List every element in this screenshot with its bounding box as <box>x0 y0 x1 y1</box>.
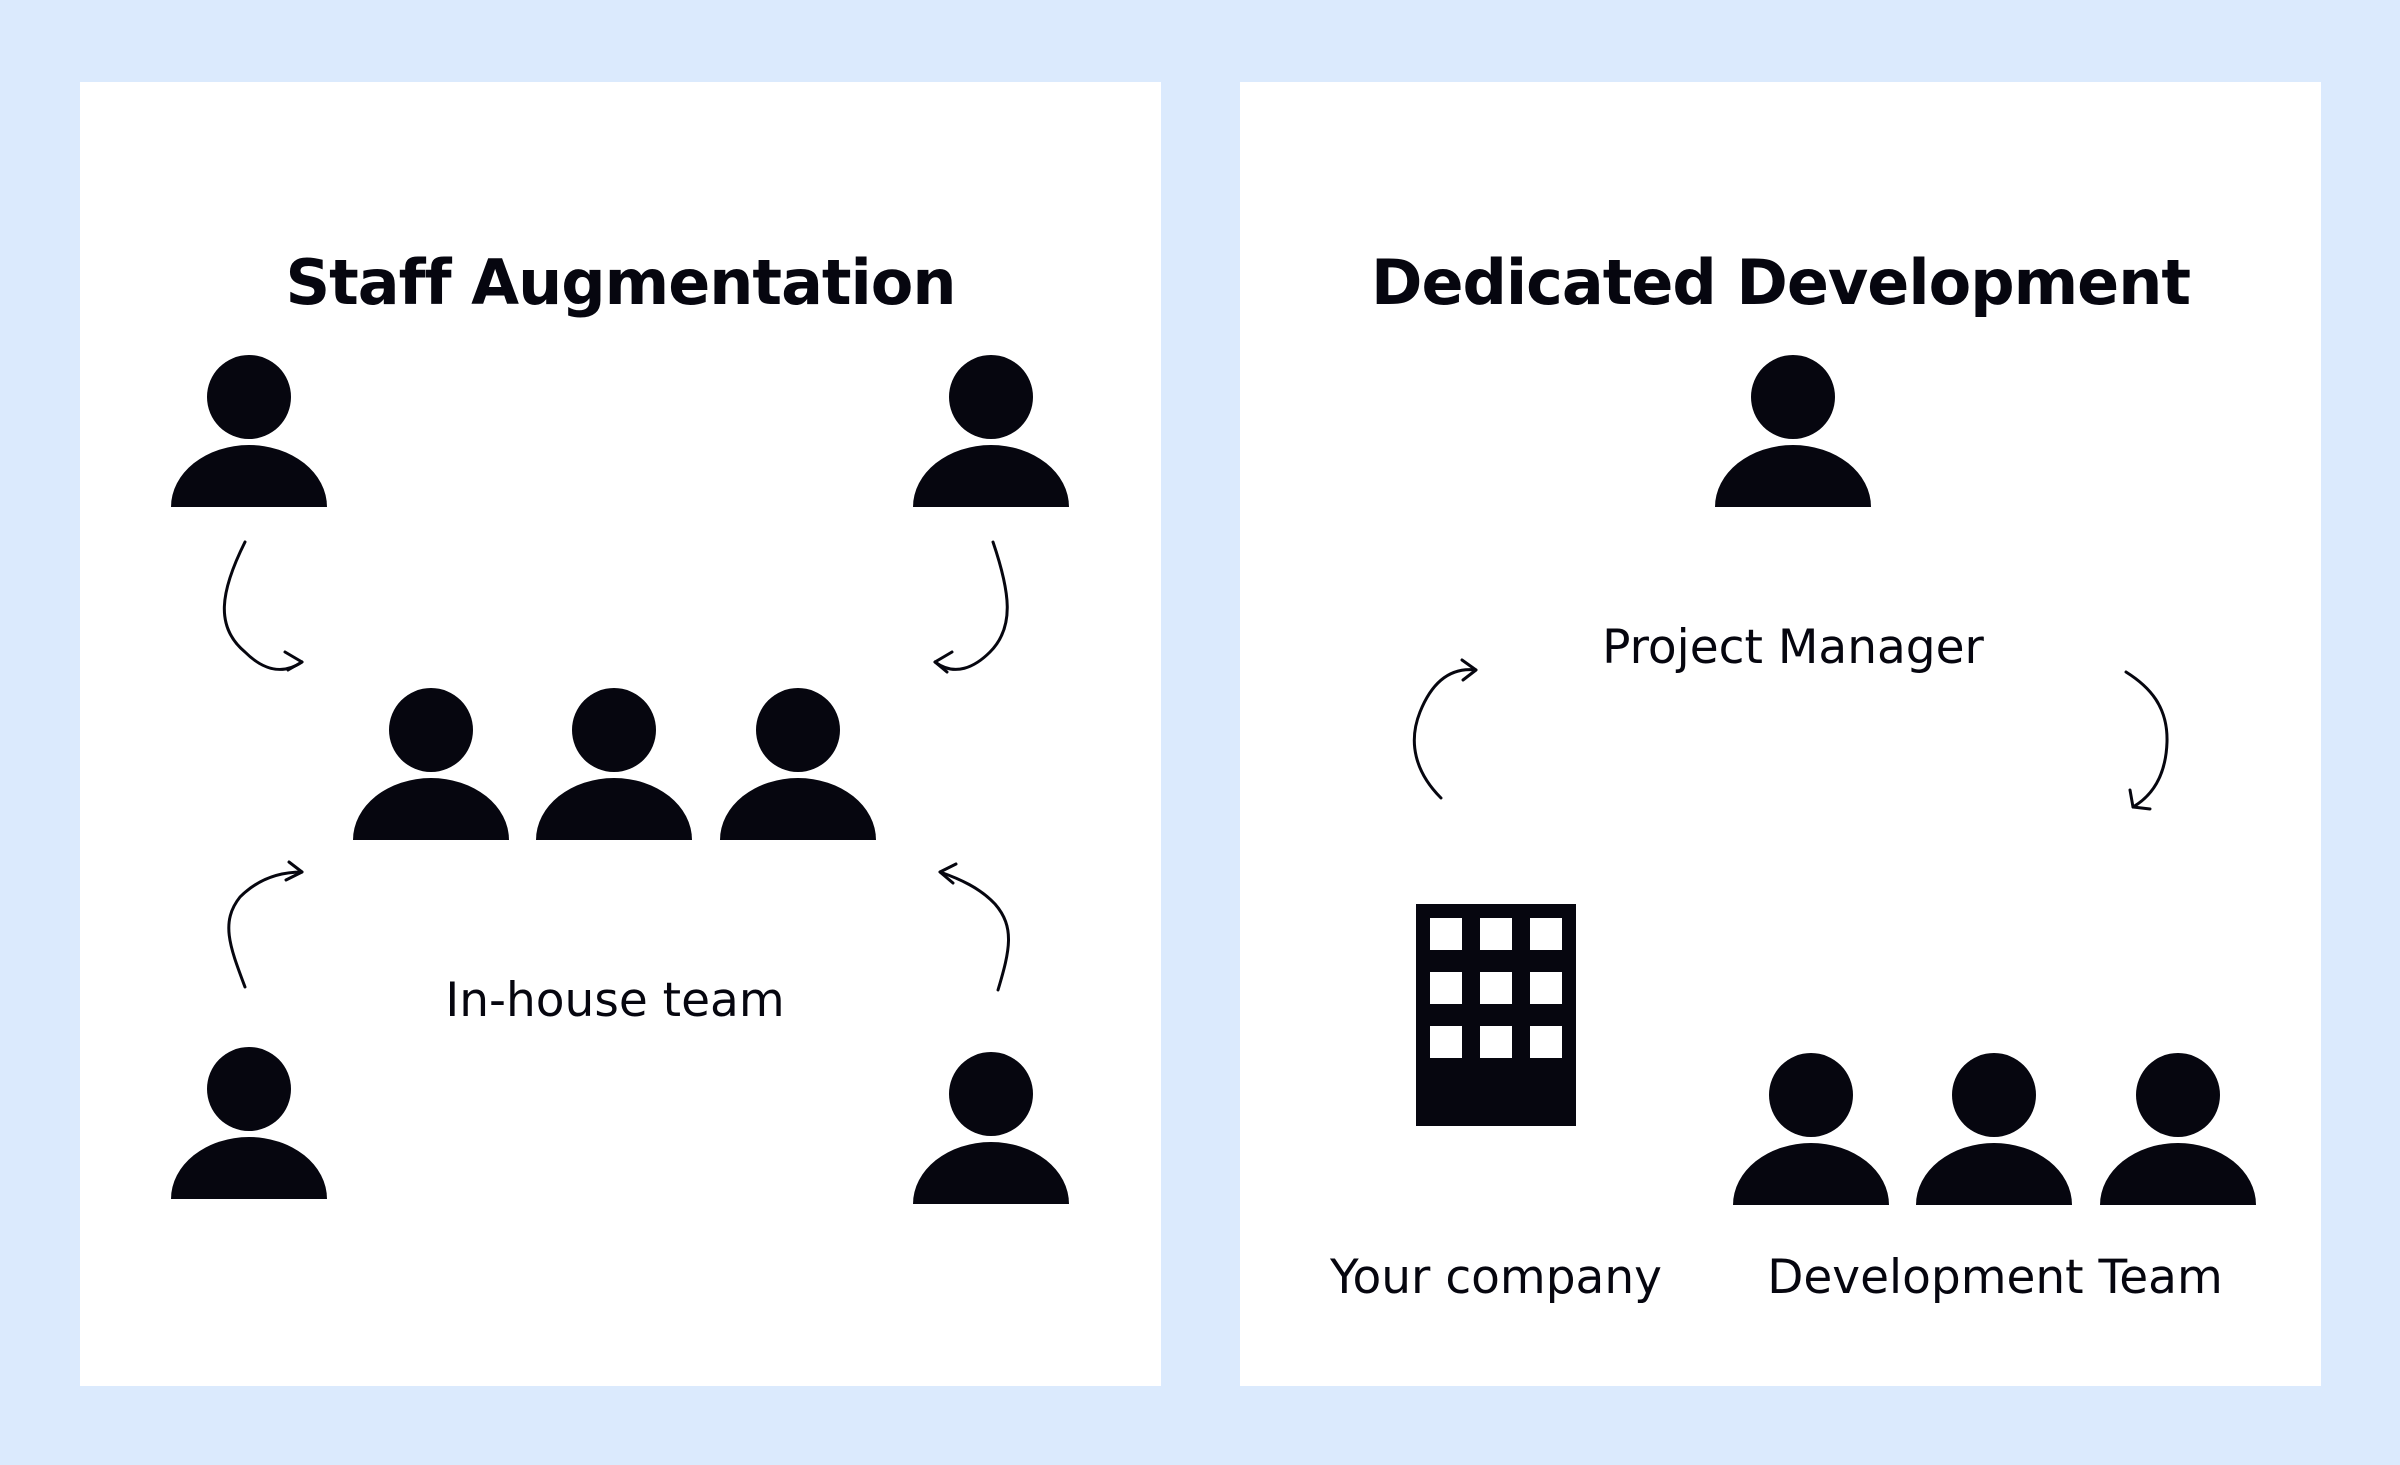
dedicated-development-panel: Dedicated Development Project Manager Yo… <box>1240 82 2321 1386</box>
dedicated-development-title: Dedicated Development <box>1370 246 2191 319</box>
external-person-bottom-right-icon <box>913 1052 1069 1204</box>
arrows-right-panel <box>1412 658 2169 811</box>
external-person-top-right-icon <box>913 355 1069 507</box>
arrow-top-left-icon <box>222 540 304 672</box>
project-manager-label: Project Manager <box>1602 620 1984 675</box>
arrow-top-right-icon <box>933 540 1009 674</box>
arrow-bottom-left-icon <box>227 860 304 989</box>
staff-augmentation-panel: Staff Augmentation In-house team <box>80 82 1161 1386</box>
arrow-company-to-manager-icon <box>1412 658 1478 800</box>
staff-augmentation-title: Staff Augmentation <box>285 246 956 319</box>
in-house-member-1-icon <box>353 688 509 840</box>
dev-member-2-icon <box>1916 1053 2072 1205</box>
in-house-member-2-icon <box>536 688 692 840</box>
in-house-member-3-icon <box>720 688 876 840</box>
arrow-manager-to-team-icon <box>2124 670 2169 811</box>
in-house-team-label: In-house team <box>445 973 785 1028</box>
development-team-label: Development Team <box>1767 1250 2223 1305</box>
your-company-label: Your company <box>1330 1250 1662 1305</box>
external-person-top-left-icon <box>171 355 327 507</box>
arrows-left-panel <box>222 540 1010 992</box>
project-manager-icon <box>1715 355 1871 507</box>
arrow-bottom-right-icon <box>938 862 1010 992</box>
dev-member-3-icon <box>2100 1053 2256 1205</box>
external-person-bottom-left-icon <box>171 1047 327 1199</box>
building-icon <box>1416 904 1576 1126</box>
dev-member-1-icon <box>1733 1053 1889 1205</box>
